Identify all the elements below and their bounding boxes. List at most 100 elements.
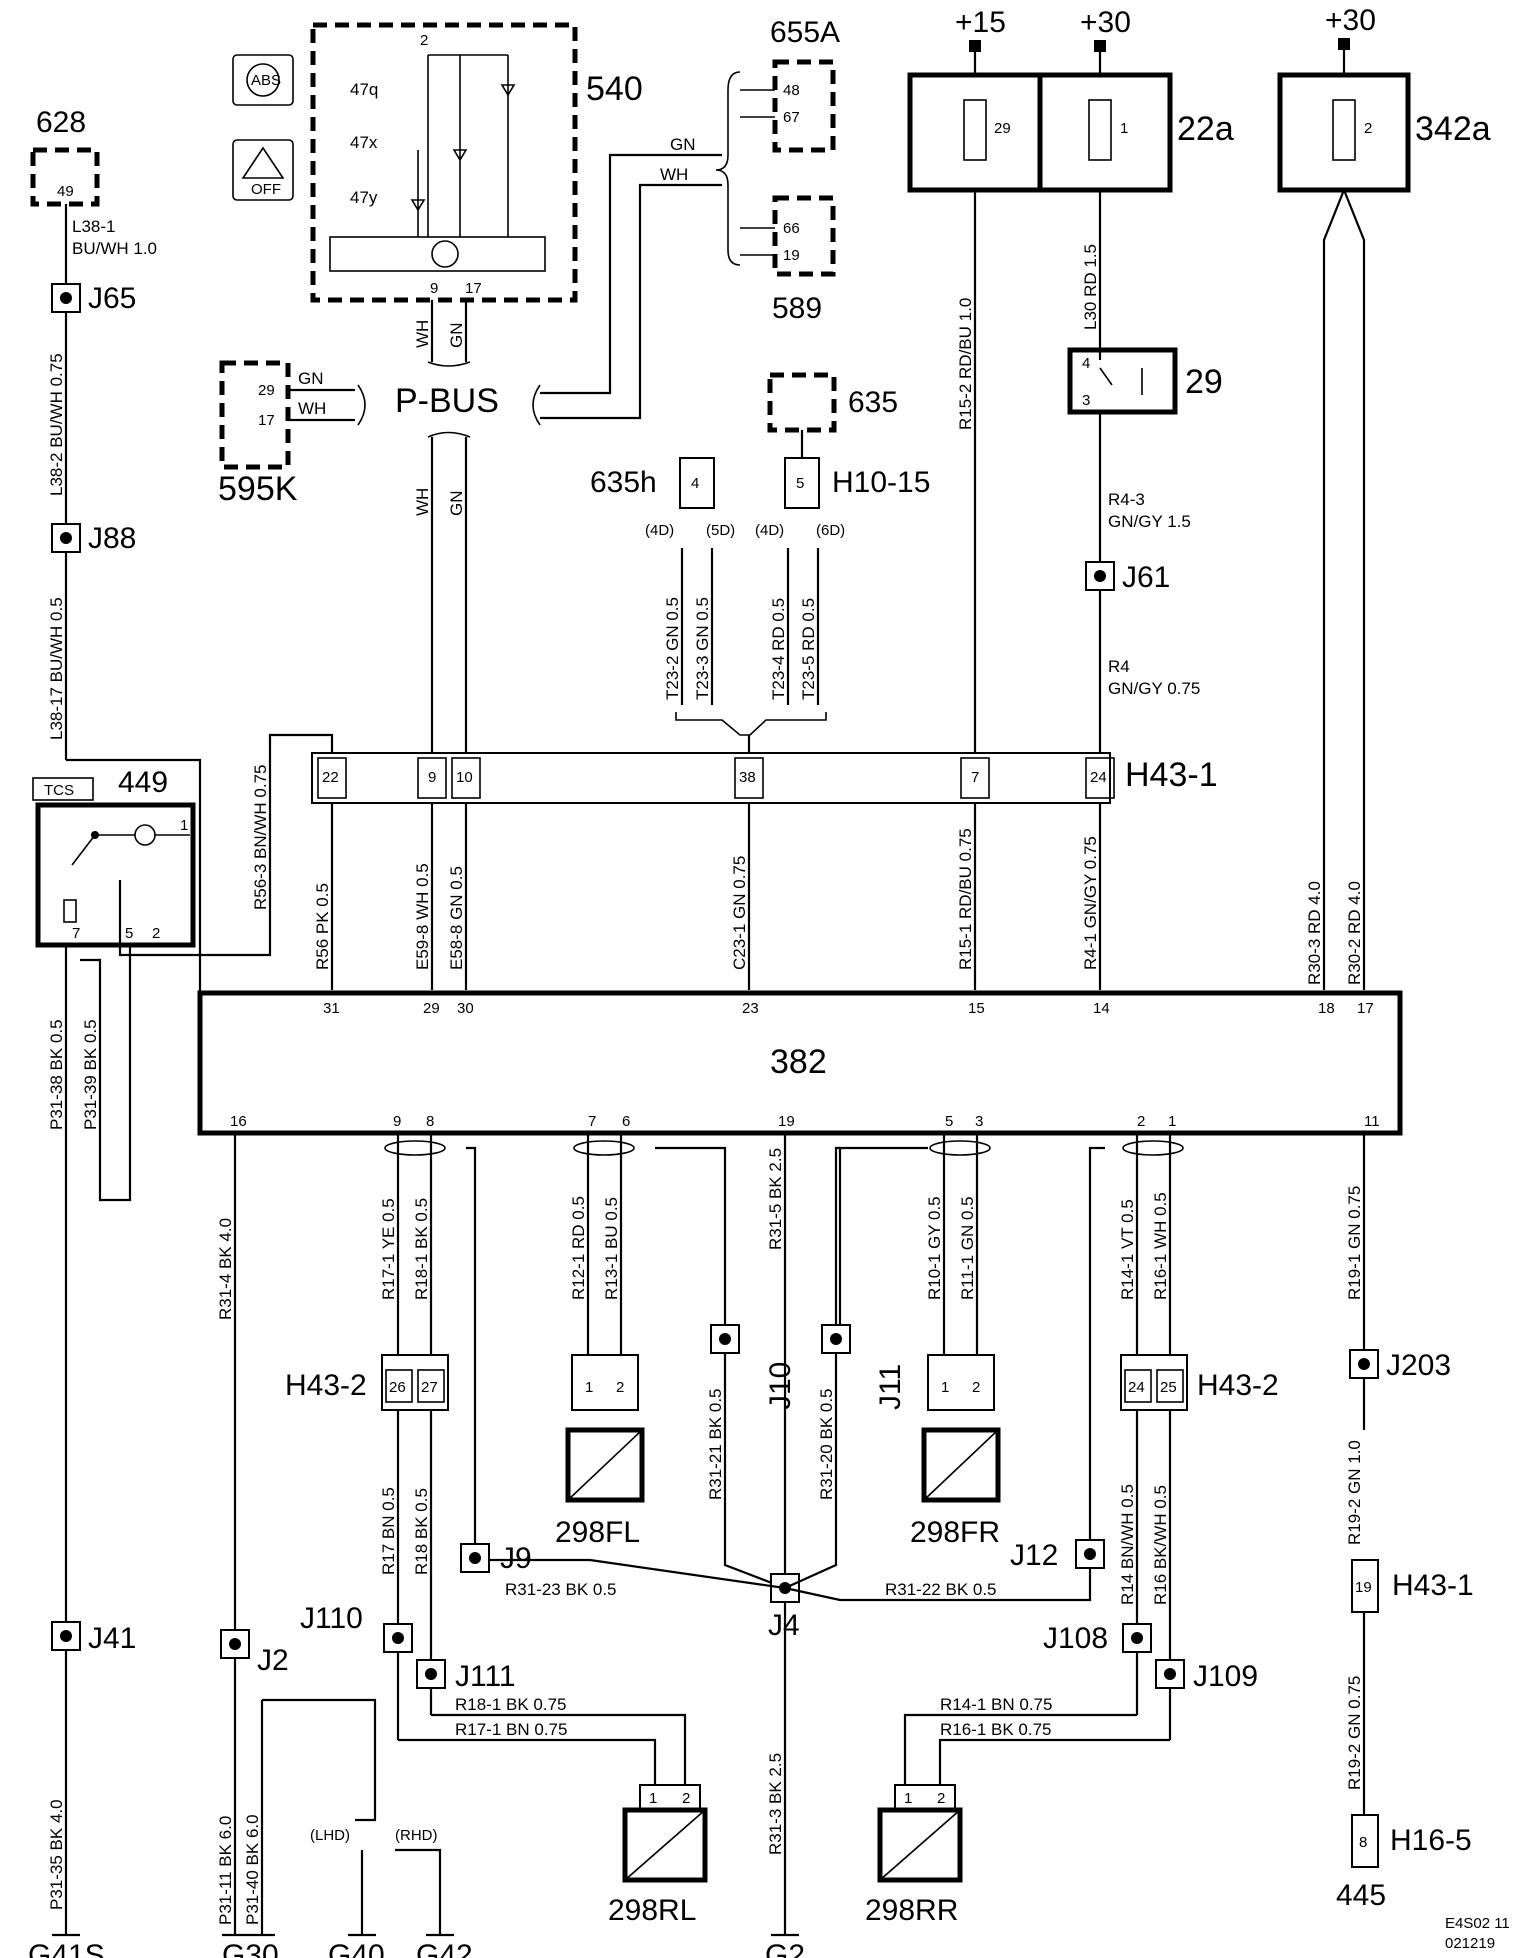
svg-text:P31-35 BK 4.0: P31-35 BK 4.0 xyxy=(47,1799,66,1910)
svg-text:GN/GY 1.5: GN/GY 1.5 xyxy=(1108,512,1191,531)
svg-text:7: 7 xyxy=(588,1113,596,1130)
svg-text:TCS: TCS xyxy=(44,782,74,799)
drawing-code: E4S02 11 xyxy=(1445,1915,1510,1932)
svg-text:J109: J109 xyxy=(1193,1660,1258,1693)
svg-text:19: 19 xyxy=(783,247,800,264)
connector-H43-2-left: H43-2 26 27 xyxy=(285,1354,449,1411)
svg-text:9: 9 xyxy=(393,1113,401,1130)
svg-text:J110: J110 xyxy=(300,1602,363,1635)
svg-text:E58-8 GN 0.5: E58-8 GN 0.5 xyxy=(447,866,466,970)
svg-text:R4-1 GN/GY 0.75: R4-1 GN/GY 0.75 xyxy=(1081,836,1100,970)
svg-text:47q: 47q xyxy=(350,80,378,99)
svg-text:C23-1 GN 0.75: C23-1 GN 0.75 xyxy=(730,856,749,970)
component-595K: 595K 29 17 xyxy=(218,360,298,508)
svg-text:R19-2 GN 0.75: R19-2 GN 0.75 xyxy=(1345,1676,1364,1790)
svg-text:R15-2 RD/BU 1.0: R15-2 RD/BU 1.0 xyxy=(956,298,975,430)
svg-text:10: 10 xyxy=(456,769,473,786)
svg-text:298RL: 298RL xyxy=(608,1894,696,1927)
connector-H16-5: 8 H16-5 445 xyxy=(1336,1814,1472,1912)
svg-text:19: 19 xyxy=(778,1113,795,1130)
connector-H10-15: 5 H10-15 xyxy=(784,457,930,509)
sensor-298FL: 298FL xyxy=(555,1427,645,1549)
svg-text:J61: J61 xyxy=(1122,561,1170,594)
svg-text:1: 1 xyxy=(1168,1113,1176,1130)
svg-text:R31-4 BK 4.0: R31-4 BK 4.0 xyxy=(216,1218,235,1320)
svg-text:G40: G40 xyxy=(328,1939,385,1958)
svg-text:J88: J88 xyxy=(88,522,136,555)
svg-text:595K: 595K xyxy=(218,470,298,508)
svg-text:H43-1: H43-1 xyxy=(1392,1569,1474,1602)
svg-text:1: 1 xyxy=(904,1790,912,1807)
svg-text:2: 2 xyxy=(1137,1113,1145,1130)
svg-text:R30-2 RD 4.0: R30-2 RD 4.0 xyxy=(1345,881,1364,985)
svg-text:R14-1 VT 0.5: R14-1 VT 0.5 xyxy=(1118,1199,1137,1300)
svg-text:T23-4 RD 0.5: T23-4 RD 0.5 xyxy=(769,598,788,700)
svg-text:R31-23 BK 0.5: R31-23 BK 0.5 xyxy=(505,1580,617,1599)
svg-text:R31-3 BK 2.5: R31-3 BK 2.5 xyxy=(766,1753,785,1855)
svg-text:WH: WH xyxy=(298,399,326,418)
svg-text:7: 7 xyxy=(971,769,979,786)
svg-text:WH: WH xyxy=(660,165,688,184)
svg-text:ABS: ABS xyxy=(251,72,281,89)
svg-text:R16-1 WH 0.5: R16-1 WH 0.5 xyxy=(1151,1192,1170,1300)
svg-text:2: 2 xyxy=(1364,120,1372,137)
svg-text:7: 7 xyxy=(72,925,80,942)
relay-29: 29 4 3 xyxy=(1067,347,1223,415)
svg-text:4: 4 xyxy=(1082,355,1090,372)
svg-text:3: 3 xyxy=(1082,392,1090,409)
svg-text:J2: J2 xyxy=(257,1644,289,1677)
svg-text:P31-39 BK 0.5: P31-39 BK 0.5 xyxy=(81,1019,100,1130)
svg-text:GN: GN xyxy=(447,323,466,349)
svg-text:29: 29 xyxy=(423,1000,440,1017)
svg-text:16: 16 xyxy=(230,1113,247,1130)
svg-text:J41: J41 xyxy=(88,1622,136,1655)
svg-text:GN: GN xyxy=(447,491,466,517)
component-635: 635 xyxy=(767,372,898,433)
svg-text:26: 26 xyxy=(389,1379,406,1396)
svg-text:T23-5 RD 0.5: T23-5 RD 0.5 xyxy=(799,598,818,700)
svg-text:66: 66 xyxy=(783,220,800,237)
svg-text:H43-1: H43-1 xyxy=(1125,756,1218,794)
svg-text:(LHD): (LHD) xyxy=(310,1827,350,1844)
svg-text:L38-1: L38-1 xyxy=(72,217,115,236)
svg-text:J4: J4 xyxy=(768,1609,800,1642)
svg-text:1: 1 xyxy=(180,817,188,834)
svg-text:49: 49 xyxy=(57,183,74,200)
drawing-date: 021219 xyxy=(1445,1935,1495,1952)
svg-text:38: 38 xyxy=(739,769,756,786)
svg-text:P31-38 BK 0.5: P31-38 BK 0.5 xyxy=(47,1019,66,1130)
svg-text:27: 27 xyxy=(421,1379,438,1396)
ecu-382: 382 31 29 30 23 15 14 18 17 16 9 8 7 6 1… xyxy=(197,990,1403,1136)
svg-text:635: 635 xyxy=(848,386,898,419)
abs-warning-icon: ABS xyxy=(232,54,294,106)
svg-text:1: 1 xyxy=(941,1379,949,1396)
svg-text:R14-1 BN 0.75: R14-1 BN 0.75 xyxy=(940,1695,1052,1714)
svg-text:T23-2 GN 0.5: T23-2 GN 0.5 xyxy=(663,597,682,700)
svg-text:P31-40 BK 6.0: P31-40 BK 6.0 xyxy=(243,1814,262,1925)
svg-text:R16 BK/WH 0.5: R16 BK/WH 0.5 xyxy=(1151,1485,1170,1605)
ground-G41S: G41S xyxy=(28,1933,105,1958)
svg-text:R10-1 GY 0.5: R10-1 GY 0.5 xyxy=(925,1196,944,1300)
svg-text:(RHD): (RHD) xyxy=(395,1827,438,1844)
svg-text:(6D): (6D) xyxy=(816,522,845,539)
svg-text:J108: J108 xyxy=(1043,1622,1108,1655)
svg-text:+15: +15 xyxy=(955,6,1006,39)
svg-text:29: 29 xyxy=(994,120,1011,137)
svg-text:R31-22 BK 0.5: R31-22 BK 0.5 xyxy=(885,1580,997,1599)
svg-text:R18-1 BK 0.5: R18-1 BK 0.5 xyxy=(412,1198,431,1300)
svg-text:655A: 655A xyxy=(770,16,840,49)
svg-text:11: 11 xyxy=(1364,1113,1380,1130)
svg-text:GN/GY 0.75: GN/GY 0.75 xyxy=(1108,679,1200,698)
svg-text:(5D): (5D) xyxy=(706,522,735,539)
component-655A: 655A 48 67 xyxy=(740,16,840,153)
svg-text:5: 5 xyxy=(945,1113,953,1130)
svg-text:R12-1 RD 0.5: R12-1 RD 0.5 xyxy=(569,1196,588,1300)
svg-text:R56 PK 0.5: R56 PK 0.5 xyxy=(313,883,332,970)
svg-text:R17 BN 0.5: R17 BN 0.5 xyxy=(379,1487,398,1575)
svg-text:G41S: G41S xyxy=(28,1939,105,1958)
svg-text:25: 25 xyxy=(1160,1379,1177,1396)
svg-text:WH: WH xyxy=(413,488,432,516)
svg-text:5: 5 xyxy=(796,475,804,492)
svg-text:298RR: 298RR xyxy=(865,1894,958,1927)
